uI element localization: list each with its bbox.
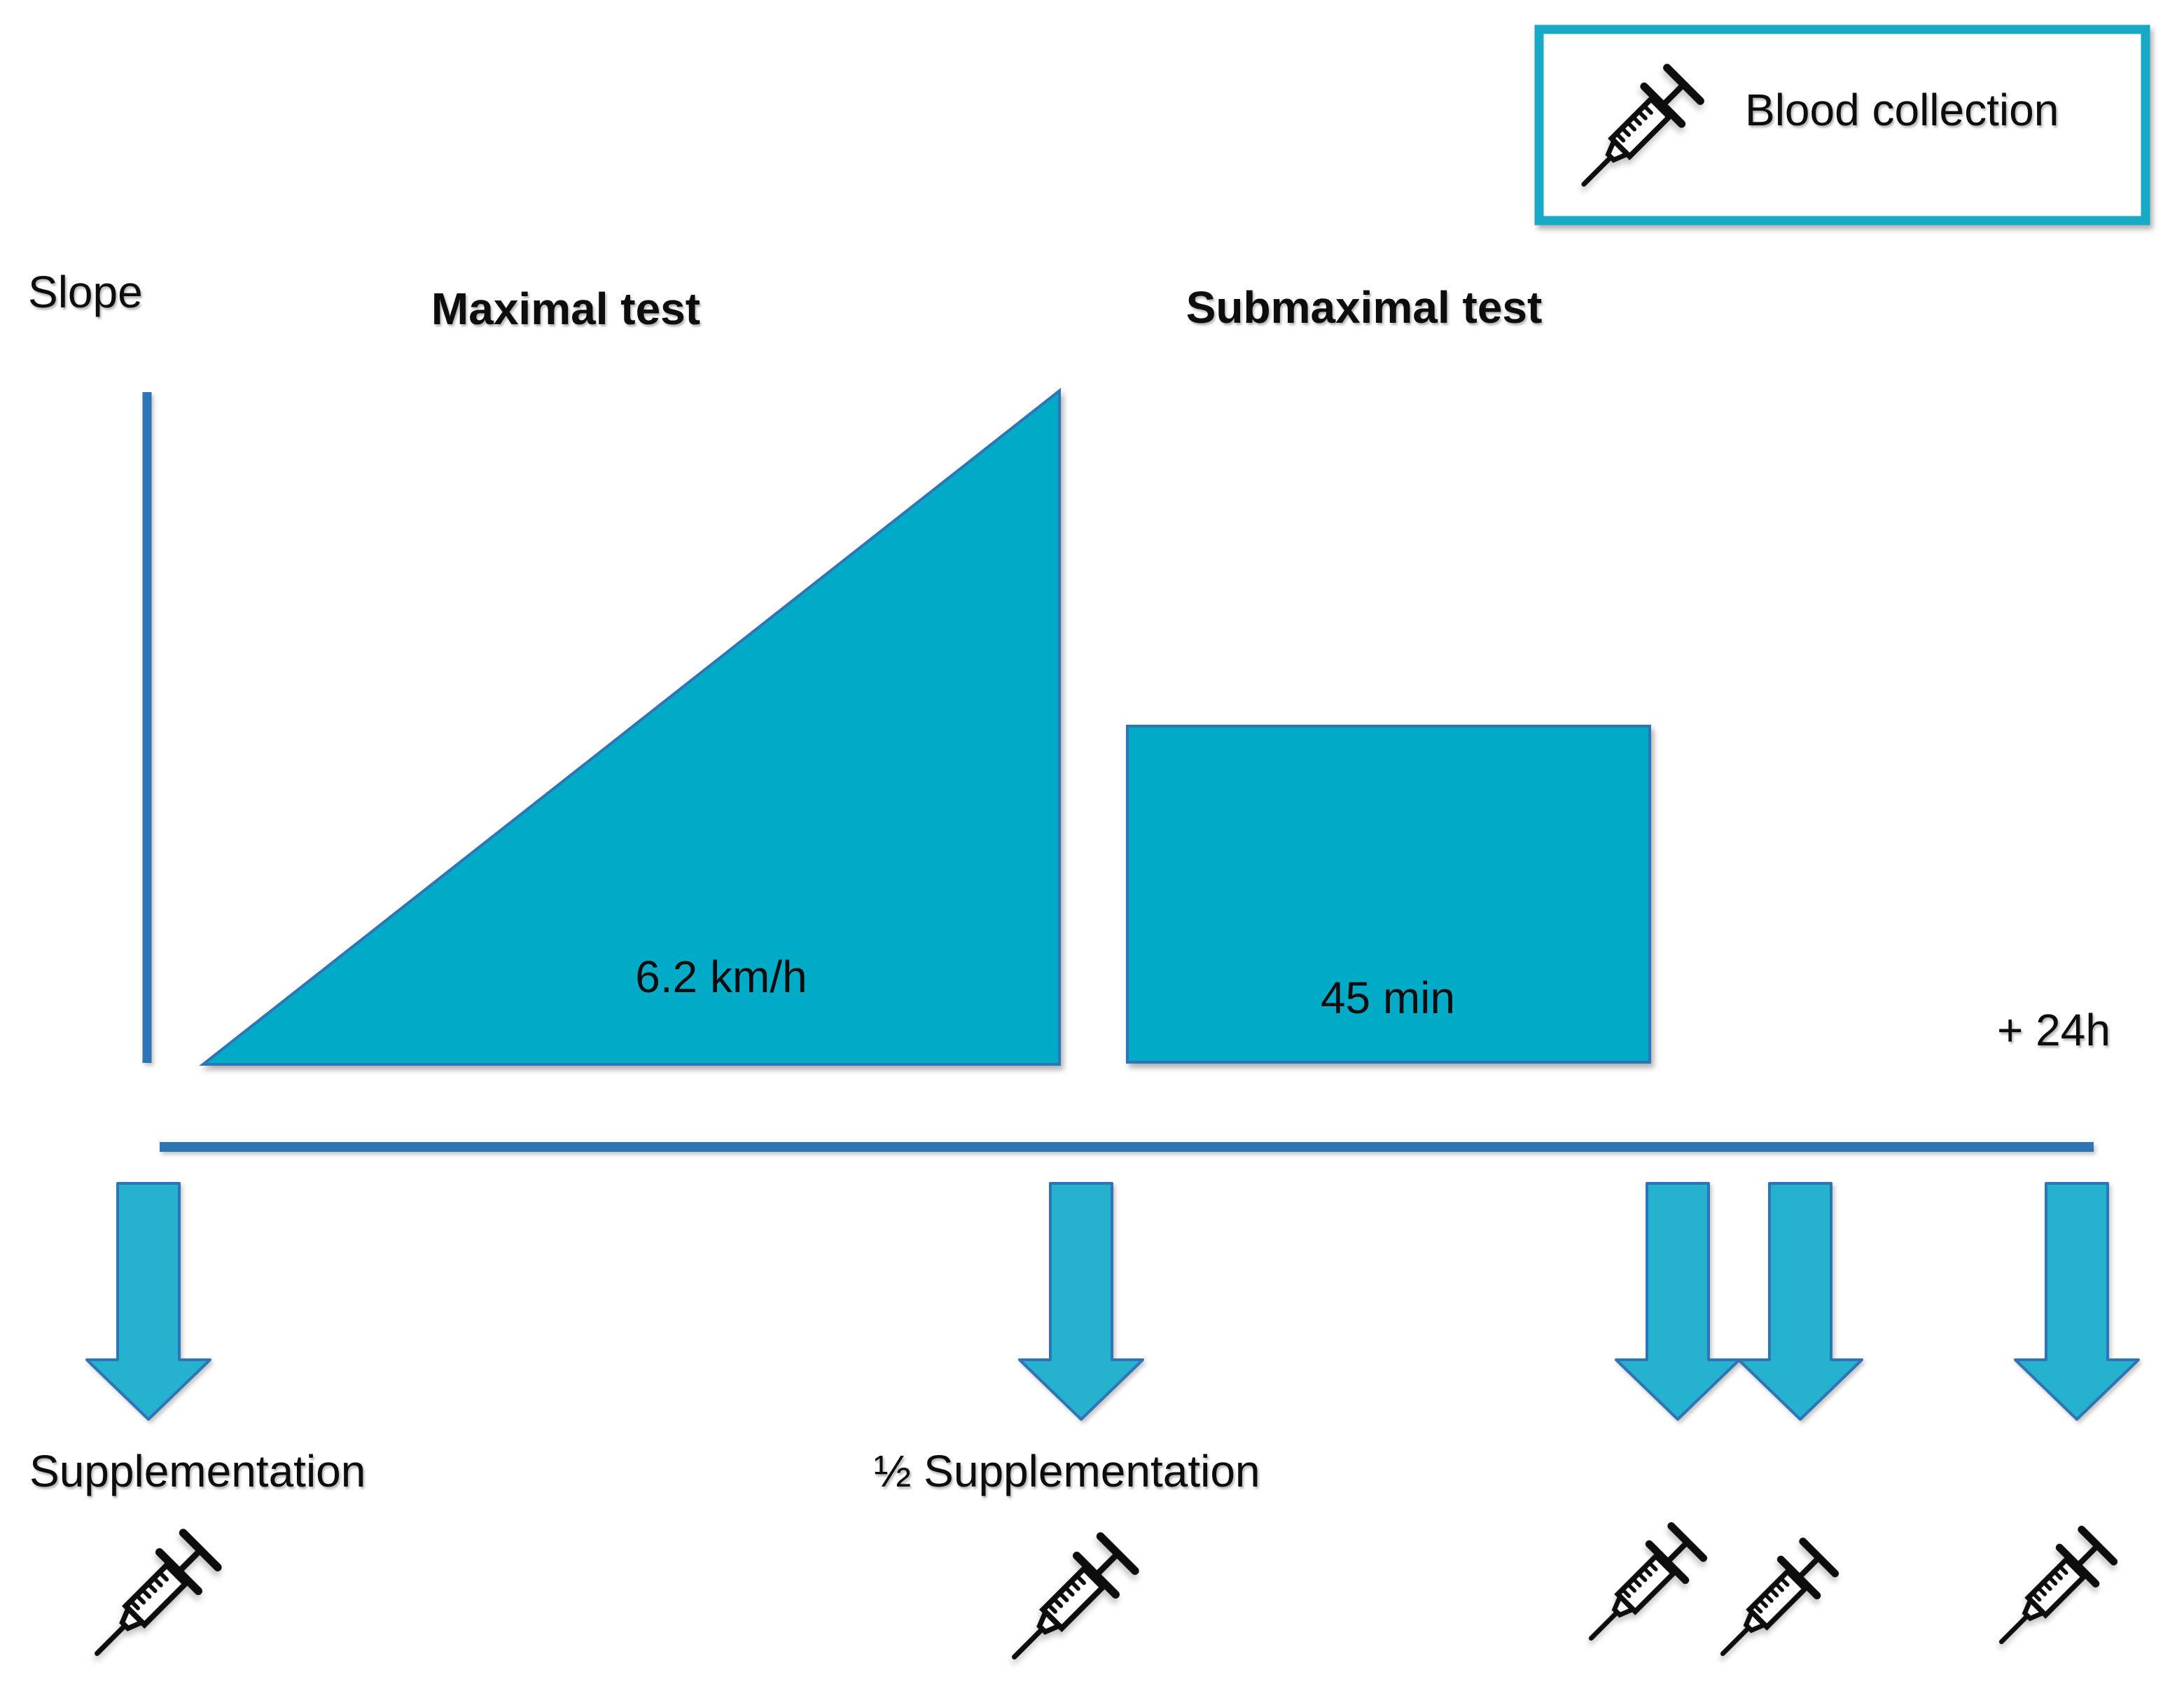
submaximal-test-rectangle — [1126, 725, 1651, 1064]
slope-axis-label: Slope — [28, 267, 143, 317]
plus-24h-label: + 24h — [1997, 1005, 2110, 1055]
maximal-test-title: Maximal test — [431, 284, 701, 334]
supplementation-label: Supplementation — [29, 1446, 366, 1496]
maximal-test-triangle — [199, 387, 1061, 1066]
syringe-icon — [1704, 1539, 1837, 1671]
submaximal-test-value: 45 min — [1320, 973, 1456, 1023]
post-test-arrow-1 — [1615, 1182, 1741, 1421]
syringe-icon — [78, 1531, 220, 1673]
half-supplementation-label: ½ Supplementation — [874, 1446, 1260, 1496]
supplementation-arrow — [85, 1182, 211, 1421]
legend-label: Blood collection — [1745, 85, 2059, 135]
half-supplementation-arrow — [1018, 1182, 1144, 1421]
post-test-arrow-2 — [1737, 1182, 1863, 1421]
plus-24h-arrow — [2014, 1182, 2140, 1421]
syringe-icon — [1573, 1524, 1705, 1656]
submaximal-test-title: Submaximal test — [1185, 282, 1543, 333]
syringe-icon — [995, 1534, 1137, 1676]
maximal-test-value: 6.2 km/h — [635, 952, 807, 1002]
syringe-icon — [1983, 1527, 2115, 1659]
